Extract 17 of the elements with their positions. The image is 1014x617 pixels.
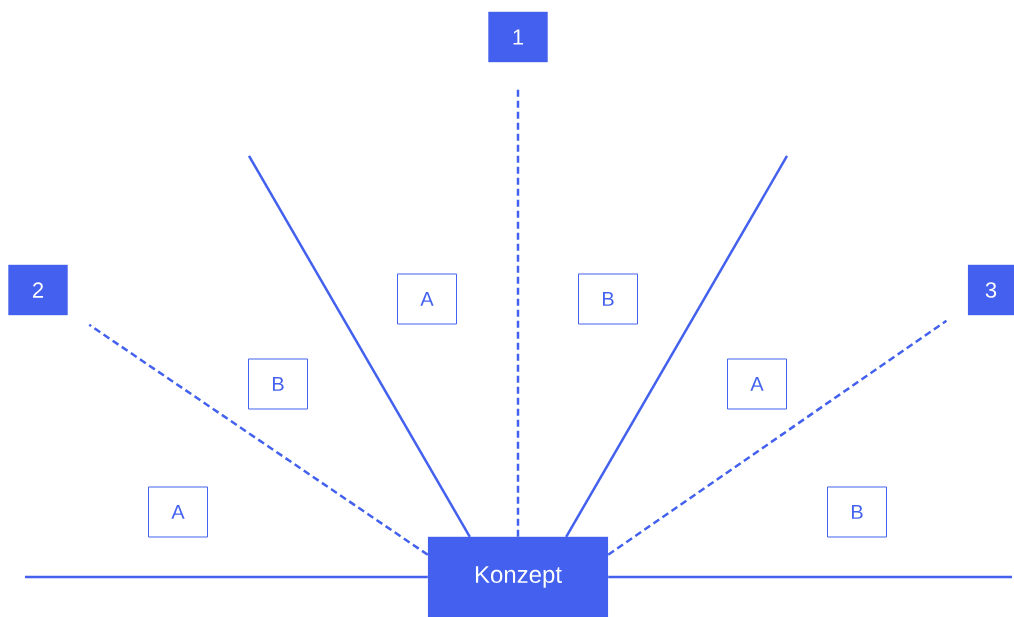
letter-box: A — [727, 358, 787, 410]
number-box: 2 — [8, 264, 68, 316]
concept-box: Konzept — [427, 536, 609, 617]
letter-box: B — [248, 358, 308, 410]
line — [565, 155, 789, 538]
line — [608, 575, 1012, 579]
dashed-line — [607, 319, 948, 556]
letter-box: A — [397, 273, 457, 325]
number-box: 3 — [967, 264, 1014, 316]
dashed-line — [516, 88, 520, 537]
letter-box: A — [148, 486, 208, 538]
line — [25, 575, 428, 579]
dashed-line — [88, 323, 429, 556]
line — [247, 155, 471, 538]
letter-box: B — [827, 486, 887, 538]
letter-box: B — [578, 273, 638, 325]
number-box: 1 — [488, 11, 548, 63]
